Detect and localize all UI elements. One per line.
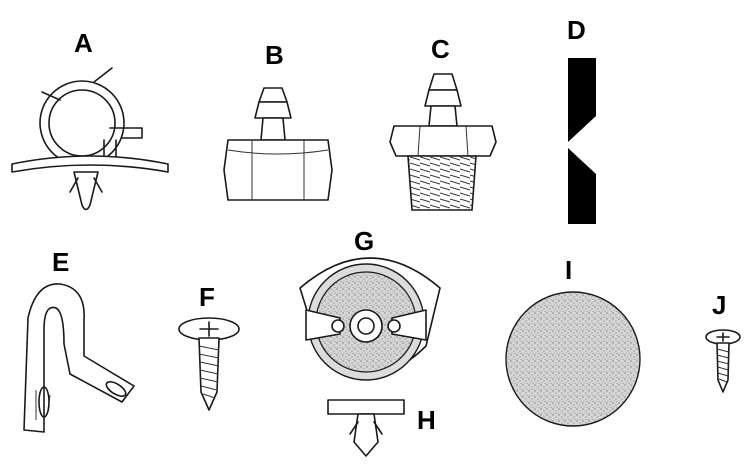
- label-a: A: [74, 28, 93, 58]
- label-i: I: [565, 255, 573, 285]
- label-f: F: [199, 282, 215, 312]
- part-i-felt-disc: [505, 291, 641, 427]
- part-e-p-clip: [23, 283, 135, 433]
- label-j: J: [712, 290, 727, 320]
- part-j-small-screw: [705, 329, 741, 393]
- part-b-barb-fitting: [223, 87, 333, 201]
- label-c: C: [431, 34, 450, 64]
- part-g-mount-assembly: [299, 257, 441, 457]
- label-g: G: [354, 226, 375, 256]
- label-d: D: [567, 15, 586, 45]
- label-b: B: [265, 40, 284, 70]
- part-c-threaded-barb: [389, 73, 497, 211]
- label-h: H: [417, 405, 436, 435]
- label-e: E: [52, 247, 70, 277]
- part-f-screw: [178, 317, 240, 411]
- part-d-strip: [568, 58, 596, 224]
- part-a-loop-clamp: [11, 67, 169, 211]
